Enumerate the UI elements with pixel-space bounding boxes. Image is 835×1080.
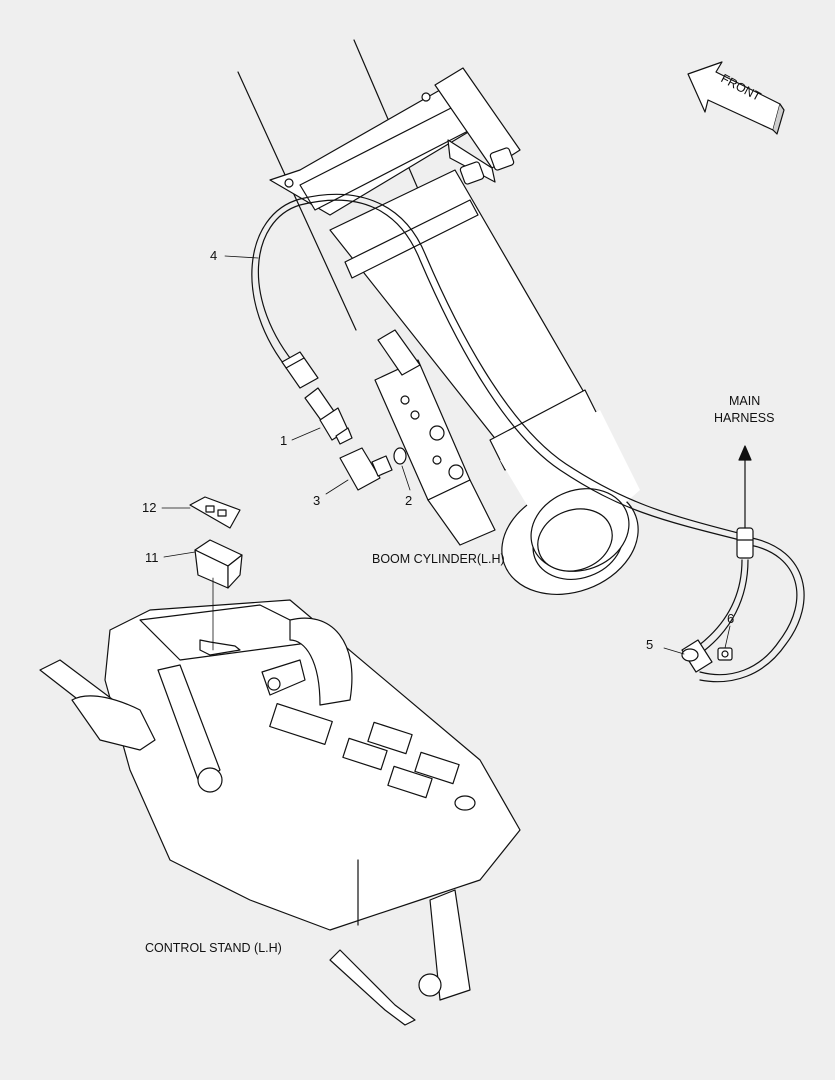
elbow-fitting-part-3	[339, 447, 393, 491]
boom-cylinder-label: BOOM CYLINDER(L.H)	[372, 552, 505, 566]
bolt-part-6	[717, 647, 733, 661]
callout-1: 1	[280, 433, 287, 448]
callout-12: 12	[142, 500, 156, 515]
switch-part-11	[194, 539, 243, 589]
callout-6: 6	[727, 611, 734, 626]
control-stand-label: CONTROL STAND (L.H)	[145, 941, 282, 955]
main-harness-arrow-icon	[738, 445, 752, 529]
o-ring-part-2	[393, 447, 407, 465]
harness-connector	[736, 527, 754, 559]
main-harness-label-line2: HARNESS	[714, 411, 774, 425]
callout-11: 11	[145, 550, 159, 565]
control-stand	[39, 599, 521, 1026]
harness-cable	[251, 193, 743, 541]
boom-cylinder	[237, 39, 640, 596]
leader-lines	[161, 255, 731, 655]
sensor-plug	[281, 351, 319, 389]
harness-branch	[697, 537, 805, 683]
callout-3: 3	[313, 493, 320, 508]
callout-4: 4	[210, 248, 217, 263]
switch-cover-part-12	[189, 496, 241, 529]
callout-2: 2	[405, 493, 412, 508]
callout-5: 5	[646, 637, 653, 652]
front-arrow-icon	[687, 61, 785, 135]
clip-part-5	[681, 639, 713, 673]
pressure-sensor-part-1	[304, 387, 353, 445]
main-harness-label-line1: MAIN	[729, 394, 760, 408]
